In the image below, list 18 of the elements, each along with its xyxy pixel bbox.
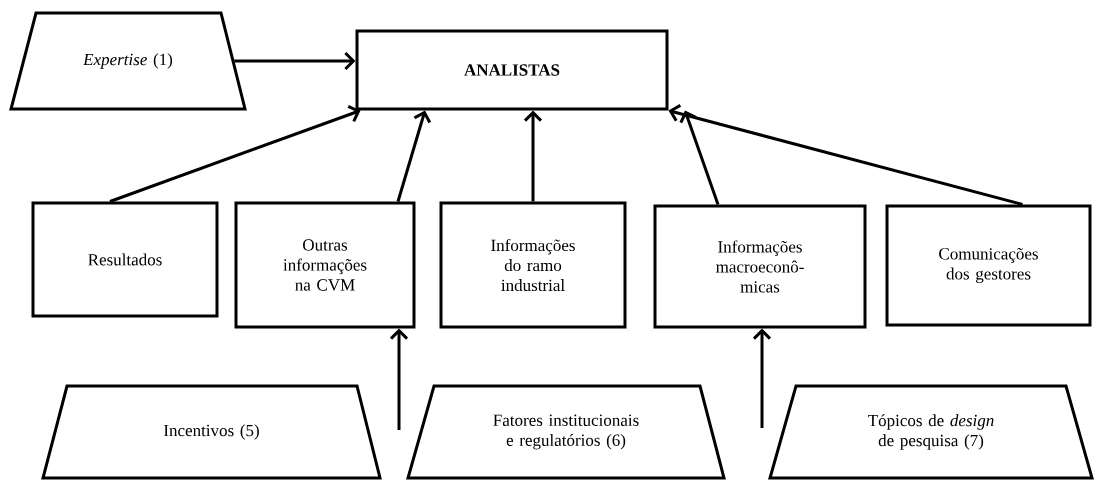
process-box: ANALISTAS (355, 29, 669, 111)
trapezoid-box: Incentivos (5) (41, 384, 382, 480)
arrow (234, 51, 356, 71)
arrow (396, 110, 432, 202)
arrow (109, 105, 361, 203)
trapezoid-box: Expertise (1) (9, 11, 247, 111)
arrow (752, 328, 772, 428)
process-box: Comunicações dos gestores (885, 204, 1092, 327)
trapezoid-box: Tópicos de design de pesquisa (7) (768, 384, 1094, 480)
trapezoid-box: Fatores institucionais e regulatórios (6) (406, 384, 726, 480)
arrow (679, 110, 720, 205)
process-box: Informações do ramo industrial (439, 201, 627, 329)
arrow (389, 328, 409, 430)
process-box: Outras informações na CVM (234, 201, 416, 329)
arrow (523, 110, 543, 202)
process-box: Informações macroeconô-micas (653, 204, 867, 329)
arrow (668, 104, 1023, 206)
process-box: Resultados (31, 201, 219, 318)
